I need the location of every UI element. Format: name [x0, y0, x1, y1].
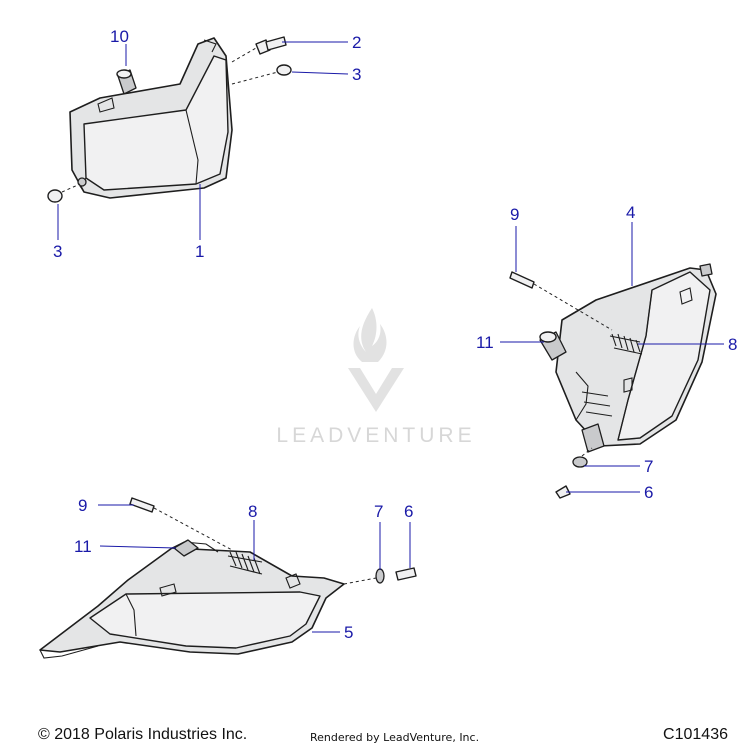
- part-3-washer-top: [276, 64, 292, 76]
- part-8-spring-bottom: [227, 551, 263, 575]
- callout-11-right: 11: [476, 333, 494, 352]
- callout-8-right: 8: [728, 335, 737, 354]
- callout-4: 4: [626, 203, 635, 222]
- callout-9-right: 9: [510, 205, 519, 224]
- part-3-washer-bottom: [47, 189, 63, 203]
- callout-9-bottom: 9: [78, 496, 87, 515]
- callout-8-bottom: 8: [248, 502, 257, 521]
- part-9-screw-right: [509, 271, 535, 289]
- callout-6-bottom: 6: [404, 502, 413, 521]
- callout-10: 10: [110, 27, 129, 46]
- rendered-by-text: Rendered by LeadVenture, Inc.: [310, 731, 480, 744]
- flame-logo-icon: [348, 308, 404, 412]
- callout-11-bottom: 11: [74, 537, 92, 556]
- watermark-text: LEADVENTURE: [276, 424, 475, 447]
- part-10-cap: [116, 69, 132, 79]
- leader-lines: [57, 41, 724, 633]
- callout-3-bottom: 3: [53, 242, 62, 261]
- part-11-connector-bottom: [173, 539, 199, 557]
- part-11-cap-right: [539, 331, 557, 343]
- part-5-housing: [39, 539, 345, 659]
- callout-labels: 10 2 3 3 1 9 4 11 8 7 6 9 8 7 6 11 5: [53, 27, 737, 642]
- part-8-spring-right: [609, 333, 643, 355]
- part-2-bolt: [255, 36, 287, 55]
- part-7-grommet-right: [572, 456, 588, 468]
- part-1-housing: [69, 37, 233, 199]
- part-6-screw-right: [555, 485, 571, 499]
- callout-2: 2: [352, 33, 361, 52]
- callout-1: 1: [195, 242, 204, 261]
- leadventure-watermark: LEADVENTURE: [276, 308, 475, 447]
- callout-6-right: 6: [644, 483, 653, 502]
- callout-7-bottom: 7: [374, 502, 383, 521]
- copyright-text: © 2018 Polaris Industries Inc.: [38, 726, 248, 743]
- callout-3-top: 3: [352, 65, 361, 84]
- part-7-grommet-bottom: [375, 568, 385, 584]
- part-9-screw-bottom: [129, 497, 155, 513]
- part-4-housing: [539, 263, 717, 453]
- callout-5: 5: [344, 623, 353, 642]
- callout-7-right: 7: [644, 457, 653, 476]
- diagram-id: C101436: [663, 726, 728, 743]
- part-6-screw-bottom: [395, 567, 417, 581]
